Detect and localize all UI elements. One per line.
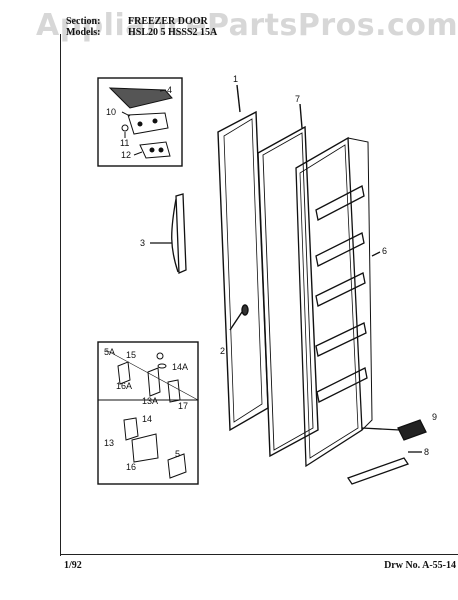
inner-door-liner xyxy=(295,136,381,468)
callout-10: 10 xyxy=(106,107,116,117)
callout-9: 9 xyxy=(432,412,437,422)
model-label: Models: xyxy=(66,27,101,38)
callout-16: 16 xyxy=(126,462,136,472)
callout-16a: 16A xyxy=(116,381,132,391)
callout-6: 6 xyxy=(382,246,387,256)
callout-3: 3 xyxy=(140,238,145,248)
callout-12: 12 xyxy=(121,150,131,160)
callout-17: 17 xyxy=(178,401,188,411)
callout-13a: 13A xyxy=(142,396,158,406)
callout-13: 13 xyxy=(104,438,114,448)
outer-door-panel xyxy=(217,84,269,432)
door-bar-parts xyxy=(346,419,427,485)
section-label: Section: xyxy=(66,16,101,27)
frame-bottom-border xyxy=(60,554,458,555)
callout-14a: 14A xyxy=(172,362,188,372)
model-value: HSL20 5 HSSS2 15A xyxy=(128,27,218,38)
revision-date: 1/92 xyxy=(64,560,82,571)
callout-15: 15 xyxy=(126,350,136,360)
callout-5: 5 xyxy=(175,449,180,459)
hinge-detail-inset xyxy=(97,77,183,167)
callout-5a: 5A xyxy=(104,347,115,357)
callout-4: 4 xyxy=(167,85,172,95)
callout-11: 11 xyxy=(120,138,129,148)
watermark: AppliancePartsPros.com xyxy=(36,8,458,43)
callout-1: 1 xyxy=(233,74,238,84)
frame-left-border xyxy=(60,34,61,556)
callout-labels: 1 2 3 4 5 5A 6 7 8 9 10 11 12 13 13A 14 … xyxy=(104,74,437,472)
door-gasket xyxy=(257,103,319,458)
section-value: FREEZER DOOR xyxy=(128,16,208,27)
bottom-hinge-inset xyxy=(97,341,199,485)
callout-7: 7 xyxy=(295,94,300,104)
door-handle-part xyxy=(150,193,187,274)
callout-8: 8 xyxy=(424,447,429,457)
callout-14: 14 xyxy=(142,414,152,424)
drawing-number: Drw No. A-55-14 xyxy=(384,560,456,571)
callout-2: 2 xyxy=(220,346,225,356)
